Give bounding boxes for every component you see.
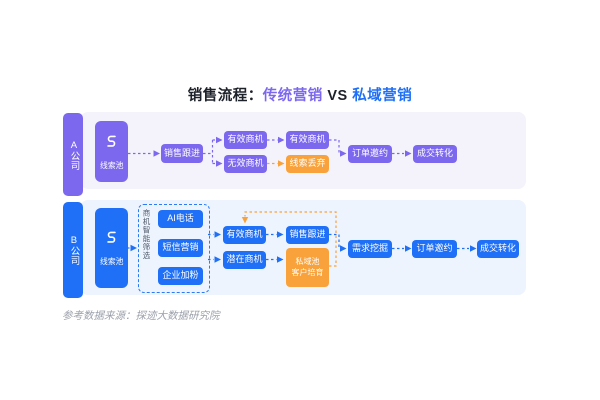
node-b-demand-mining: 需求挖掘 [348,239,392,258]
node-a-lead-discard: 线索丢弃 [286,154,329,173]
node-a-sales-follow: 销售跟进 [161,144,203,163]
company-b-bar: B公司 [63,202,83,298]
node-b-sms-marketing: 短信营销 [158,238,203,257]
smart-screening-group [138,204,210,293]
node-b-valid-opportunity: 有效商机 [223,225,266,244]
title-vs: VS [322,88,353,104]
node-a-deal-convert: 成交转化 [413,144,457,163]
title-traditional-marketing: 传统营销 [262,88,323,104]
node-b-sales-follow: 销售跟进 [286,225,329,244]
node-a-order-invite: 订单邀约 [348,144,392,163]
node-b-order-invite: 订单邀约 [412,239,457,258]
company-a-bar: A公司 [63,113,83,196]
lead-pool-b: 线索池 [95,208,128,288]
title-prefix: 销售流程： [187,88,263,104]
node-a-valid-opportunity-1: 有效商机 [224,131,267,149]
node-b-deal-convert: 成交转化 [477,239,519,258]
lead-pool-a-label: 线索池 [99,159,124,170]
title-private-marketing: 私域营销 [352,88,413,104]
node-b-potential-opportunity: 潜在商机 [223,250,266,269]
node-a-valid-opportunity-2: 有效商机 [286,131,329,149]
leads-flow-icon [104,133,119,153]
lead-pool-b-label: 线索池 [99,256,124,266]
page-title: 销售流程：传统营销 VS 私域营销 [0,84,600,105]
node-a-invalid-opportunity: 无效商机 [224,154,267,173]
data-source-note: 参考数据来源：探迹大数据研究院 [62,310,220,322]
private-pool-line1: 私域池 [295,256,320,266]
node-b-enterprise-fans: 企业加粉 [158,266,203,285]
node-b-ai-call: AI电话 [158,210,203,228]
private-pool-line2: 客户培育 [291,267,324,277]
leads-flow-icon [104,229,119,249]
node-b-private-pool-nurture: 私域池 客户培育 [286,247,329,287]
smart-screening-label: 商机智能筛选 [142,209,151,260]
lead-pool-a: 线索池 [95,121,128,182]
